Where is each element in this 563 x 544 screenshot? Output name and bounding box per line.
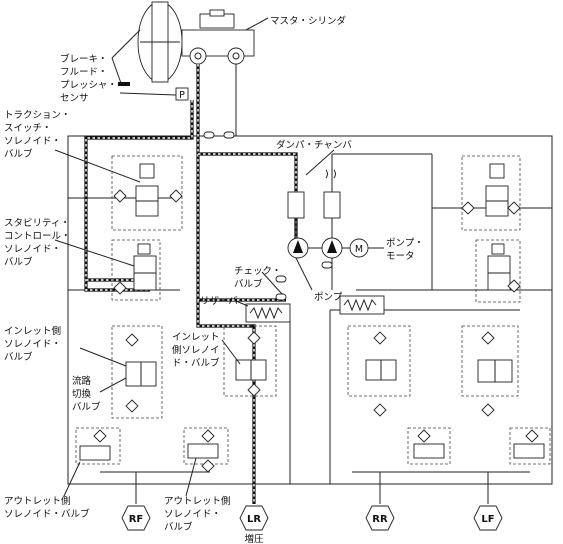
pressure-sensor-letter: P (179, 90, 185, 101)
svg-text:バルブ: バルブ (4, 256, 33, 268)
outlet-valve-rf (63, 427, 121, 497)
svg-text:ブレーキ・: ブレーキ・ (60, 53, 108, 65)
right-stability-valve (475, 239, 521, 303)
svg-text:バルブ: バルブ (4, 351, 33, 363)
svg-text:RR: RR (372, 514, 388, 525)
wheel-terminal-lr: LR (239, 505, 269, 531)
svg-text:ソレノイド・: ソレノイド・ (4, 136, 61, 147)
svg-text:ソレノイド・: ソレノイド・ (164, 509, 221, 520)
svg-text:インレット側: インレット側 (4, 325, 61, 337)
svg-text:流路: 流路 (72, 375, 92, 387)
master-cylinder (181, 9, 255, 65)
reservoir-right (339, 295, 385, 315)
inlet-valve-lf (461, 325, 519, 417)
svg-text:バルブ: バルブ (72, 401, 101, 413)
label-inlet-valve-left: インレット側 ソレノイド・ バルブ (4, 325, 61, 363)
outlet-valve-lf (509, 427, 551, 465)
svg-text:バルブ: バルブ (234, 278, 263, 290)
wheel-terminal-rr: RR (365, 505, 395, 531)
label-reservoir: リザーバ (200, 296, 238, 307)
check-valve (275, 261, 333, 301)
label-check-valve: チェック・ バルブ (234, 266, 281, 290)
svg-text:センサ: センサ (60, 93, 89, 104)
svg-text:バルブ: バルブ (164, 521, 193, 533)
svg-text:アウトレット側: アウトレット側 (4, 495, 71, 507)
svg-text:プレッシャ・: プレッシャ・ (60, 80, 117, 91)
svg-text:スタビリティ・: スタビリティ・ (4, 218, 70, 229)
svg-text:バルブ: バルブ (4, 148, 33, 160)
outlet-valve-lr (183, 427, 229, 497)
svg-text:トラクション・: トラクション・ (4, 110, 71, 121)
svg-text:ソレノイド・: ソレノイド・ (4, 244, 61, 255)
inlet-valve-lr (221, 325, 277, 397)
right-traction-valve (461, 155, 521, 231)
label-flow-switch-valve: 流路 切換 バルブ (72, 375, 101, 413)
svg-text:チェック・: チェック・ (234, 266, 281, 277)
svg-text:スイッチ・: スイッチ・ (4, 123, 52, 134)
label-inlet-valve-center: インレット 側ソレノイ ド・バルブ (172, 332, 220, 369)
svg-text:切換: 切換 (72, 388, 92, 400)
reservoir-left (245, 303, 291, 323)
motor-letter: M (355, 244, 363, 255)
svg-text:側ソレノイ: 側ソレノイ (172, 344, 220, 356)
svg-text:ソレノイド・: ソレノイド・ (4, 339, 61, 350)
svg-text:RF: RF (129, 514, 144, 525)
svg-text:フルード・: フルード・ (60, 67, 108, 78)
label-brake-pressure-sensor: ブレーキ・ フルード・ プレッシャ・ センサ (60, 53, 117, 104)
pump (287, 237, 350, 259)
pressure-sensor-symbol: P (175, 87, 189, 101)
inlet-valve-rf (79, 325, 163, 419)
svg-text:ド・バルブ: ド・バルブ (172, 357, 220, 369)
label-pressure-increase: 増圧 (244, 533, 264, 544)
svg-text:アウトレット側: アウトレット側 (164, 495, 231, 507)
label-outlet-valve-left: アウトレット側 ソレノイド・バルブ (4, 495, 90, 520)
label-master-cylinder: マスタ・シリンダ (270, 15, 347, 27)
svg-text:モータ: モータ (386, 251, 415, 262)
outlet-valve-rr (407, 427, 451, 465)
wheel-terminal-lf: LF (473, 505, 503, 531)
wheel-terminal-rf: RF (121, 505, 151, 531)
stability-control-valve (54, 239, 161, 301)
label-stability-control-valve: スタビリティ・ コントロール・ ソレノイド・ バルブ (4, 218, 71, 268)
brake-pedal (111, 29, 141, 87)
svg-text:LF: LF (481, 514, 494, 525)
label-traction-switch-valve: トラクション・ スイッチ・ ソレノイド・ バルブ (4, 110, 71, 160)
svg-text:コントロール・: コントロール・ (4, 231, 71, 242)
pump-motor: M (349, 238, 369, 258)
inlet-valve-rr (347, 325, 411, 417)
svg-text:ソレノイド・バルブ: ソレノイド・バルブ (4, 508, 90, 520)
svg-text:ポンプ・: ポンプ・ (386, 238, 424, 249)
label-outlet-valve-center: アウトレット側 ソレノイド・ バルブ (164, 495, 231, 533)
svg-text:LR: LR (247, 514, 261, 525)
svg-text:インレット: インレット (172, 332, 220, 343)
label-pump-motor: ポンプ・ モータ (386, 238, 424, 262)
label-damper-chamber: ダンパ・チャンバ (276, 139, 352, 151)
label-pump: ポンプ (314, 292, 343, 303)
traction-switch-valve (54, 149, 183, 231)
damper-chamber (287, 154, 341, 238)
brake-booster (137, 1, 183, 83)
